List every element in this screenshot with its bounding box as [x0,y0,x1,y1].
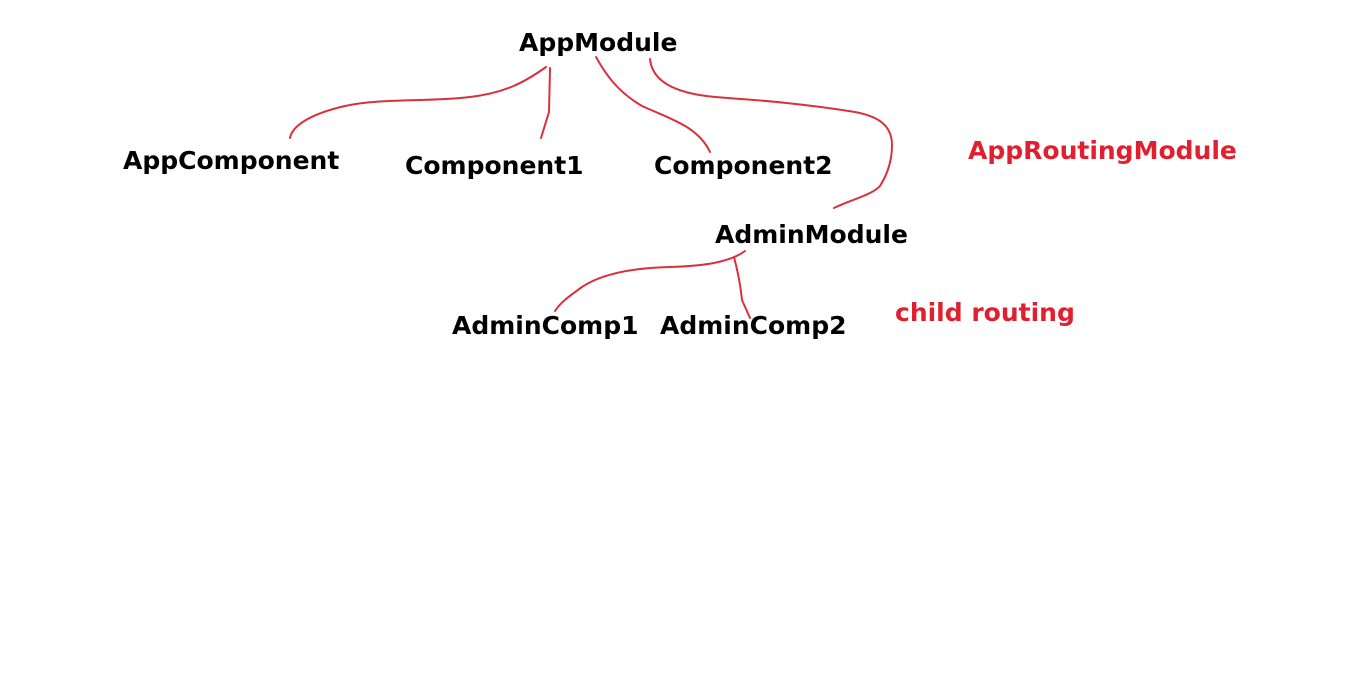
edge-appmodule-adminmodule [649,58,893,209]
node-admin-module: AdminModule [715,220,908,249]
edge-appmodule-component1 [540,67,551,139]
annotation-child-routing: child routing [895,298,1075,327]
edge-adminmodule-admincomp1 [554,250,746,312]
edge-adminmodule-admincomp2 [733,256,751,319]
node-app-component: AppComponent [123,146,340,175]
node-admin-comp2: AdminComp2 [660,311,847,340]
node-admin-comp1: AdminComp1 [452,311,639,340]
node-app-module: AppModule [519,28,678,57]
annotation-app-routing-module: AppRoutingModule [968,136,1237,165]
edge-appmodule-appcomponent [289,66,547,139]
node-component2: Component2 [654,151,833,180]
edge-appmodule-component2 [595,56,711,153]
node-component1: Component1 [405,151,584,180]
